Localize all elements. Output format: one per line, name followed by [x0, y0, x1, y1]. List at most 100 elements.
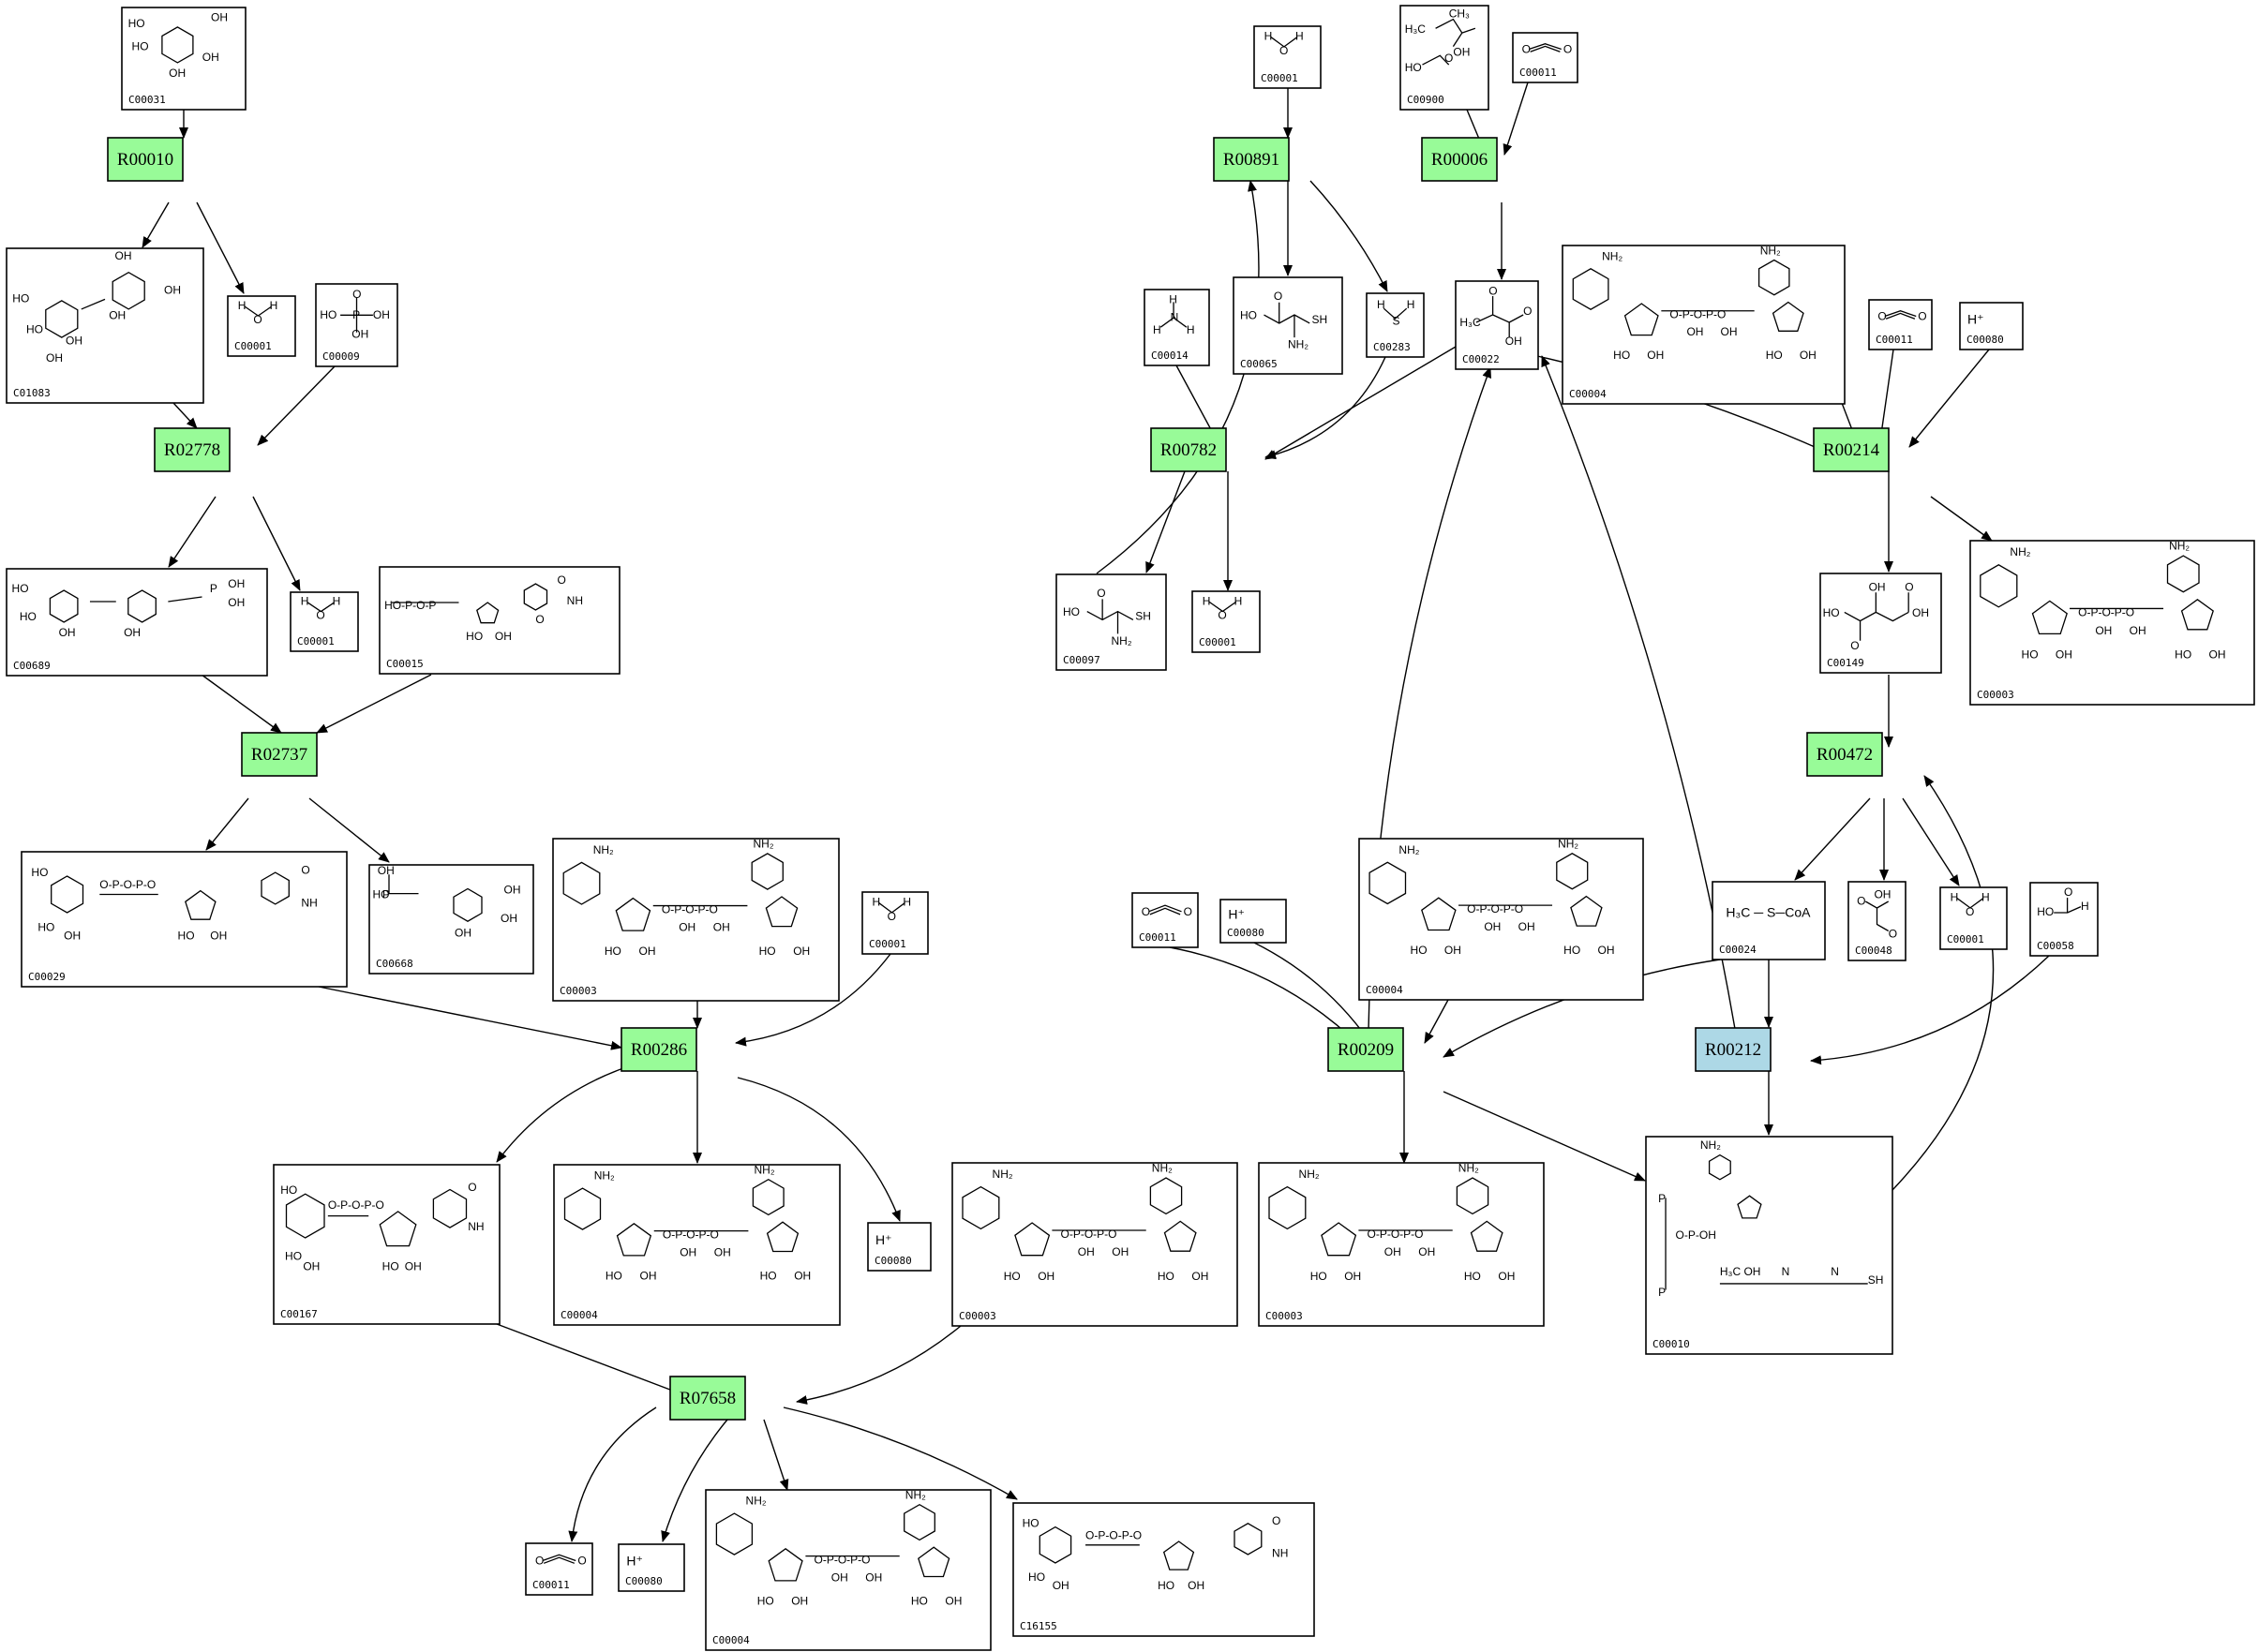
- svg-text:O-P-O-P-O: O-P-O-P-O: [662, 903, 718, 916]
- svg-text:HO: HO: [1563, 944, 1580, 957]
- reaction-node[interactable]: R00209: [1327, 1027, 1404, 1072]
- compound-id: C00283: [1373, 341, 1411, 353]
- compound-id: C00004: [561, 1309, 598, 1321]
- svg-text:HO: HO: [759, 945, 776, 958]
- svg-text:OH: OH: [378, 864, 395, 877]
- svg-text:OH: OH: [504, 884, 521, 897]
- svg-text:OH: OH: [351, 328, 368, 341]
- svg-text:OH: OH: [405, 1259, 422, 1272]
- structure-icon: HOH: [301, 595, 341, 622]
- svg-text:HO: HO: [2022, 648, 2039, 662]
- svg-text:SH: SH: [1135, 609, 1151, 622]
- reaction-node[interactable]: R00212: [1695, 1027, 1772, 1072]
- svg-text:O-P-O-P-O: O-P-O-P-O: [815, 1554, 871, 1567]
- svg-text:NH₂: NH₂: [1458, 1162, 1479, 1175]
- compound-id: C00003: [959, 1310, 996, 1322]
- svg-text:HO: HO: [373, 888, 390, 901]
- compound-id: C00022: [1462, 353, 1500, 365]
- svg-text:HO: HO: [760, 1269, 777, 1282]
- reaction-node[interactable]: R00006: [1421, 137, 1498, 182]
- svg-text:O: O: [535, 1555, 544, 1568]
- compound-id: C00003: [560, 985, 597, 997]
- compound-id: C00014: [1151, 350, 1189, 362]
- reaction-node[interactable]: R02778: [154, 427, 231, 472]
- svg-text:OH: OH: [1505, 335, 1522, 348]
- svg-text:O-P-OH: O-P-OH: [1676, 1228, 1716, 1242]
- svg-text:H: H: [1234, 594, 1243, 607]
- compound-node[interactable]: H⁺C00080: [1959, 302, 2024, 350]
- svg-text:O-P-O-P-O: O-P-O-P-O: [1368, 1228, 1424, 1241]
- svg-text:P: P: [1658, 1192, 1666, 1205]
- svg-text:NH₂: NH₂: [1700, 1139, 1721, 1152]
- reaction-node[interactable]: R00214: [1813, 427, 1890, 472]
- reaction-node[interactable]: R00010: [107, 137, 184, 182]
- svg-text:OH: OH: [1191, 1270, 1208, 1283]
- svg-text:NH₂: NH₂: [754, 838, 774, 851]
- compound-id: C00011: [1139, 931, 1176, 944]
- reaction-node[interactable]: R02737: [241, 732, 318, 777]
- reaction-node[interactable]: R00286: [621, 1027, 697, 1072]
- edge-arrow: [735, 953, 891, 1047]
- reaction-node[interactable]: R00891: [1213, 137, 1290, 182]
- svg-text:OH: OH: [495, 630, 512, 643]
- reaction-label: R07658: [680, 1389, 736, 1408]
- svg-text:P: P: [210, 582, 217, 595]
- svg-text:OH: OH: [639, 945, 656, 958]
- compound-box: [290, 591, 359, 652]
- svg-text:H₃C OH: H₃C OH: [1720, 1265, 1761, 1278]
- reaction-label: R00006: [1431, 150, 1488, 170]
- compound-node[interactable]: H⁺C00080: [867, 1222, 932, 1272]
- compound-node[interactable]: H⁺C00080: [618, 1543, 685, 1592]
- edge-arrow: [142, 201, 170, 248]
- reaction-node[interactable]: R00472: [1806, 732, 1883, 777]
- svg-text:H: H: [2081, 900, 2089, 913]
- svg-text:HO: HO: [178, 930, 195, 943]
- compound-node[interactable]: H⁺C00080: [1219, 899, 1287, 944]
- reaction-node[interactable]: R07658: [669, 1376, 746, 1421]
- compound-id: C00149: [1827, 657, 1864, 669]
- reaction-node[interactable]: R00782: [1150, 427, 1227, 472]
- svg-text:NH: NH: [567, 594, 583, 607]
